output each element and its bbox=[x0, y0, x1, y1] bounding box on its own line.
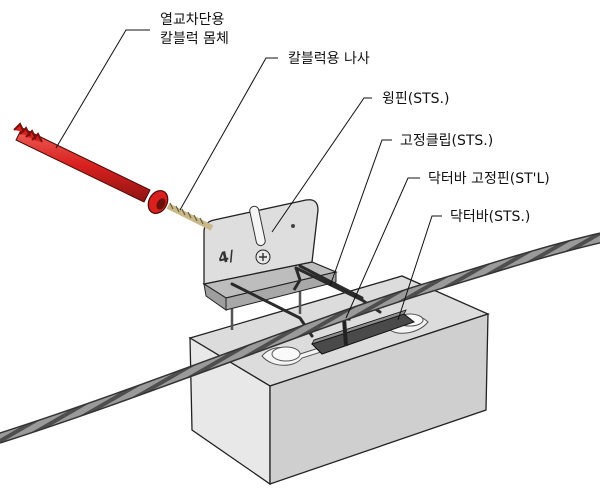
clip-upright bbox=[292, 267, 302, 291]
label-screw: 칼블럭용 나사 bbox=[288, 51, 370, 67]
label-anchor-line1: 열교차단용 bbox=[160, 12, 225, 28]
block-hole-left bbox=[271, 346, 301, 362]
label-wing-pin: 윙핀(STS.) bbox=[382, 91, 449, 107]
concrete-block bbox=[188, 275, 490, 486]
wire-rope bbox=[0, 232, 600, 444]
leader-wing-pin bbox=[271, 97, 372, 233]
bracket-slot bbox=[249, 205, 266, 247]
label-doctorbar: 닥터바(STS.) bbox=[450, 209, 530, 225]
label-anchor-line2: 칼블럭 몸체 bbox=[160, 31, 229, 47]
doctor-bar-pin bbox=[342, 317, 348, 347]
block-front-face bbox=[269, 313, 489, 485]
doctor-bar-top bbox=[311, 309, 407, 345]
label-doctorbar-pin: 닥터바 고정핀(ST'L) bbox=[428, 171, 550, 187]
anchor-collar-inner bbox=[156, 198, 166, 210]
bracket-screw-cross bbox=[259, 253, 267, 261]
leader-fix-clip bbox=[329, 139, 392, 287]
label-fix-clip: 고정클립(STS.) bbox=[400, 133, 493, 149]
anchor-tip-ribs bbox=[13, 122, 43, 143]
anchor-screw-thread bbox=[169, 202, 204, 225]
leader-lines bbox=[55, 29, 442, 321]
leader-doctorbar-pin bbox=[345, 177, 420, 319]
bracket-marking: 4/ bbox=[217, 246, 237, 267]
anchor-plug bbox=[13, 122, 214, 231]
leader-anchor bbox=[55, 29, 150, 149]
bracket-hole bbox=[291, 224, 295, 228]
anchor-red-body bbox=[15, 127, 151, 203]
leader-doctorbar bbox=[397, 215, 442, 321]
wire-rope-twist bbox=[0, 234, 600, 442]
leader-screw bbox=[179, 57, 278, 211]
